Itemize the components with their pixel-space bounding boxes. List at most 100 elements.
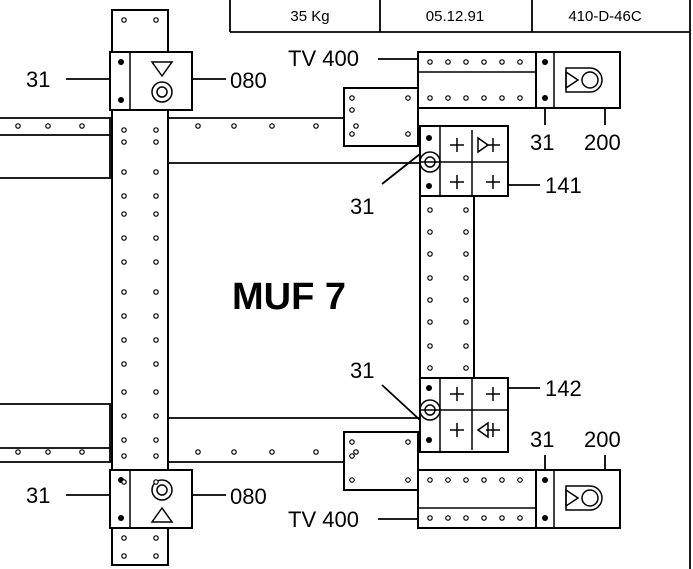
hole bbox=[121, 437, 127, 443]
hole bbox=[405, 95, 411, 101]
weight-cell: 35 Kg bbox=[290, 8, 329, 25]
hole bbox=[313, 449, 319, 455]
hole bbox=[427, 95, 433, 101]
hole bbox=[427, 251, 433, 257]
label-31-top-right: 31 bbox=[530, 130, 554, 155]
hole bbox=[349, 453, 355, 459]
hole bbox=[153, 313, 159, 319]
hole bbox=[121, 413, 127, 419]
hole bbox=[15, 123, 21, 129]
hole bbox=[153, 479, 159, 485]
hole bbox=[445, 59, 451, 65]
hole bbox=[153, 337, 159, 343]
hole bbox=[463, 343, 469, 349]
hole bbox=[121, 139, 127, 145]
hole bbox=[45, 449, 51, 455]
title-block-table: 35 Kg 05.12.91 410-D-46C bbox=[230, 0, 690, 33]
hole bbox=[153, 139, 159, 145]
hole bbox=[153, 169, 159, 175]
hole bbox=[269, 449, 275, 455]
hole bbox=[121, 235, 127, 241]
label-200-top: 200 bbox=[584, 130, 621, 155]
hole bbox=[353, 123, 359, 129]
hole bbox=[153, 235, 159, 241]
hole bbox=[121, 193, 127, 199]
hole bbox=[121, 337, 127, 343]
hole bbox=[499, 95, 505, 101]
hole bbox=[463, 477, 469, 483]
hole bbox=[499, 59, 505, 65]
hole bbox=[269, 123, 275, 129]
hole bbox=[445, 95, 451, 101]
hole bbox=[463, 251, 469, 257]
hole bbox=[481, 95, 487, 101]
hole bbox=[517, 515, 523, 521]
hole bbox=[405, 477, 411, 483]
hole bbox=[121, 553, 127, 559]
hole bbox=[463, 319, 469, 325]
hole bbox=[463, 95, 469, 101]
hole bbox=[463, 59, 469, 65]
hole bbox=[153, 453, 159, 459]
hole bbox=[121, 169, 127, 175]
hole bbox=[79, 449, 85, 455]
hole bbox=[427, 477, 433, 483]
label-200-bottom: 200 bbox=[584, 427, 621, 452]
hole bbox=[499, 515, 505, 521]
hole bbox=[517, 59, 523, 65]
hole bbox=[153, 259, 159, 265]
hole bbox=[353, 449, 359, 455]
hole bbox=[121, 453, 127, 459]
label-tv400-top: TV 400 bbox=[288, 46, 359, 71]
hole bbox=[231, 123, 237, 129]
hole bbox=[15, 449, 21, 455]
hole bbox=[481, 515, 487, 521]
hole bbox=[195, 123, 201, 129]
hole bbox=[45, 123, 51, 129]
hole bbox=[121, 127, 127, 133]
hole bbox=[349, 477, 355, 483]
label-080-top: 080 bbox=[230, 68, 267, 93]
hole bbox=[463, 229, 469, 235]
title-muf7: MUF 7 bbox=[232, 276, 346, 318]
label-31-center-top: 31 bbox=[350, 194, 374, 219]
label-31-center-bottom: 31 bbox=[350, 358, 374, 383]
hole bbox=[153, 389, 159, 395]
hole bbox=[153, 437, 159, 443]
label-31-top-left: 31 bbox=[26, 67, 50, 92]
connector-141 bbox=[419, 125, 509, 197]
hole bbox=[517, 95, 523, 101]
hole bbox=[481, 59, 487, 65]
hole bbox=[405, 131, 411, 137]
hole bbox=[153, 17, 159, 23]
perforation-holes bbox=[15, 17, 523, 559]
hole bbox=[195, 449, 201, 455]
hole bbox=[153, 361, 159, 367]
hole bbox=[153, 127, 159, 133]
hole bbox=[121, 259, 127, 265]
hole bbox=[153, 211, 159, 217]
hole bbox=[153, 193, 159, 199]
label-tv400-bottom: TV 400 bbox=[288, 507, 359, 532]
hole bbox=[231, 449, 237, 455]
fitting-200-bottom bbox=[535, 469, 621, 529]
hole bbox=[121, 289, 127, 295]
date-cell: 05.12.91 bbox=[426, 8, 484, 25]
hole bbox=[463, 365, 469, 371]
label-31-bottom-left: 31 bbox=[26, 483, 50, 508]
hole bbox=[313, 123, 319, 129]
fitting-200-top bbox=[535, 51, 621, 109]
hole bbox=[349, 439, 355, 445]
hole bbox=[349, 131, 355, 137]
connector-142 bbox=[419, 377, 509, 453]
hole bbox=[121, 313, 127, 319]
hole bbox=[427, 275, 433, 281]
hole bbox=[427, 207, 433, 213]
hole bbox=[121, 17, 127, 23]
hole bbox=[121, 535, 127, 541]
top-horizontal-beam bbox=[0, 117, 420, 164]
hole bbox=[121, 389, 127, 395]
hole bbox=[153, 535, 159, 541]
hole bbox=[427, 365, 433, 371]
